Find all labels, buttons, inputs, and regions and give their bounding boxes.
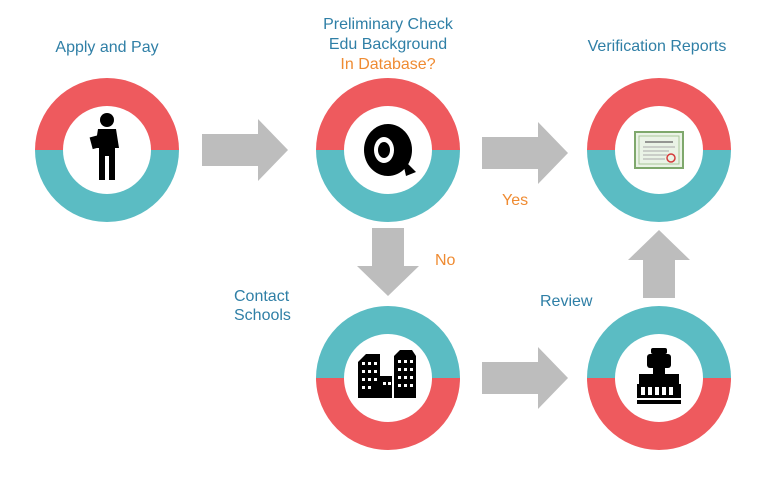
step-contact-ring [316, 306, 460, 450]
certificate-icon [634, 131, 684, 169]
step-check-ring [316, 78, 460, 222]
step-apply-label: Apply and Pay [55, 39, 159, 56]
buildings-icon [358, 350, 416, 398]
branch-yes-label: Yes [502, 192, 529, 209]
arrow-contact-to-review [482, 347, 568, 409]
step-check-label-line2: Edu Background [328, 36, 448, 53]
step-contact-label-line1: Contact [234, 288, 290, 305]
step-review-ring [587, 306, 731, 450]
step-reports-ring [587, 78, 731, 222]
step-check-label-line3: In Database? [340, 56, 436, 73]
step-reports-label: Verification Reports [587, 38, 727, 55]
arrow-apply-to-check [202, 119, 288, 181]
stamp-icon [637, 348, 681, 404]
branch-no-label: No [435, 252, 456, 269]
step-contact-label-line2: Schools [234, 307, 291, 324]
arrow-check-to-reports [482, 122, 568, 184]
tape-roll-icon [364, 124, 416, 176]
step-check-label-line1: Preliminary Check [323, 16, 453, 33]
person-with-papers-icon [89, 113, 119, 180]
arrow-check-to-contact [357, 228, 419, 296]
step-review-label: Review [540, 293, 593, 310]
step-apply-ring [35, 78, 179, 222]
arrow-review-to-reports [628, 230, 690, 298]
